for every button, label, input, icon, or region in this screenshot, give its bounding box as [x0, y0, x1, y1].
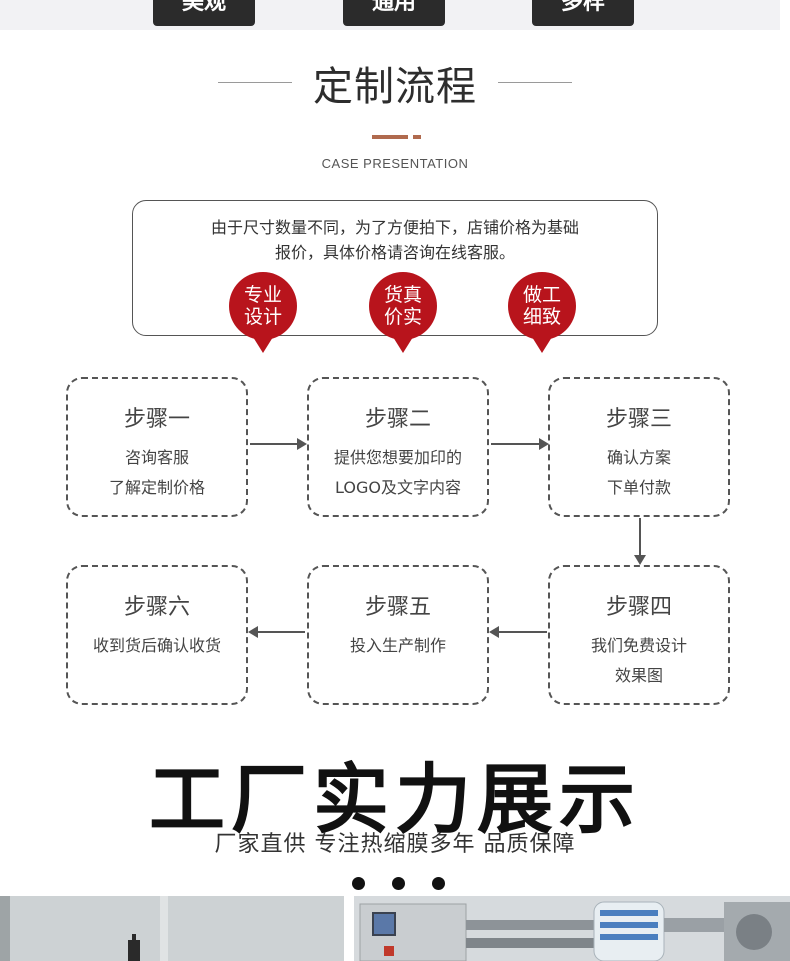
step-card-3: 步骤三 确认方案 下单付款 [548, 377, 730, 517]
factory-scene-1 [0, 896, 344, 961]
factory-photo-1 [0, 896, 344, 961]
badge-line: 设计 [243, 306, 282, 328]
step-desc: 确认方案 下单付款 [606, 448, 671, 497]
arrow-right-icon [250, 439, 307, 449]
badge-line: 货真 [383, 284, 422, 306]
arrow-right-icon [491, 439, 549, 449]
factory-photo-2 [354, 896, 790, 961]
badge-line: 价实 [383, 306, 422, 328]
section-subtitle: CASE PRESENTATION [321, 156, 469, 171]
step-desc: 咨询客服 了解定制价格 [108, 448, 205, 497]
step-title: 步骤五 [364, 595, 431, 620]
carousel-dots [352, 877, 452, 891]
arrow-down-icon [635, 518, 645, 565]
step-desc: 我们免费设计 效果图 [590, 636, 687, 685]
feature-button-diverse[interactable]: 多样 [532, 0, 634, 26]
step-title: 步骤二 [364, 407, 431, 432]
feature-button-universal[interactable]: 通用 [343, 0, 445, 26]
step-card-4: 步骤四 我们免费设计 效果图 [548, 565, 730, 705]
badge-professional-design: 专业 设计 [229, 272, 297, 353]
badge-genuine-price: 货真 价实 [369, 272, 437, 353]
step-title: 步骤六 [123, 595, 190, 620]
carousel-dot[interactable] [392, 877, 405, 890]
top-banner: 美观 通用 多样 [0, 0, 780, 30]
arrow-left-icon [248, 627, 305, 637]
badge-line: 细致 [522, 306, 561, 328]
step-card-6: 步骤六 收到货后确认收货 [66, 565, 248, 705]
carousel-dot[interactable] [432, 877, 445, 890]
step-title: 步骤三 [605, 407, 672, 432]
step-desc: 投入生产制作 [349, 636, 446, 655]
step-title: 步骤四 [605, 595, 672, 620]
arrow-left-icon [489, 627, 547, 637]
badge-line: 做工 [522, 284, 561, 306]
step-desc: 提供您想要加印的 LOGO及文字内容 [333, 448, 462, 497]
factory-subtitle: 厂家直供 专注热缩膜多年 品质保障 [214, 832, 576, 857]
carousel-dot[interactable] [352, 877, 365, 890]
badge-fine-workmanship: 做工 细致 [508, 272, 576, 353]
badge-line: 专业 [243, 284, 282, 306]
step-card-1: 步骤一 咨询客服 了解定制价格 [66, 377, 248, 517]
accent-bar-dot [413, 135, 421, 139]
step-title: 步骤一 [123, 407, 190, 432]
factory-scene-2 [354, 896, 790, 961]
accent-bar [372, 135, 408, 139]
step-card-5: 步骤五 投入生产制作 [307, 565, 489, 705]
step-card-2: 步骤二 提供您想要加印的 LOGO及文字内容 [307, 377, 489, 517]
notice-text: 由于尺寸数量不同，为了方便拍下，店铺价格为基础 报价，具体价格请咨询在线客服。 [210, 218, 579, 262]
factory-title: 工厂实力展示 [149, 755, 641, 844]
feature-button-beautiful[interactable]: 美观 [153, 0, 255, 26]
title-divider-left [218, 82, 292, 83]
step-desc: 收到货后确认收货 [92, 636, 221, 655]
title-divider-right [498, 82, 572, 83]
section-title: 定制流程 [313, 64, 477, 110]
